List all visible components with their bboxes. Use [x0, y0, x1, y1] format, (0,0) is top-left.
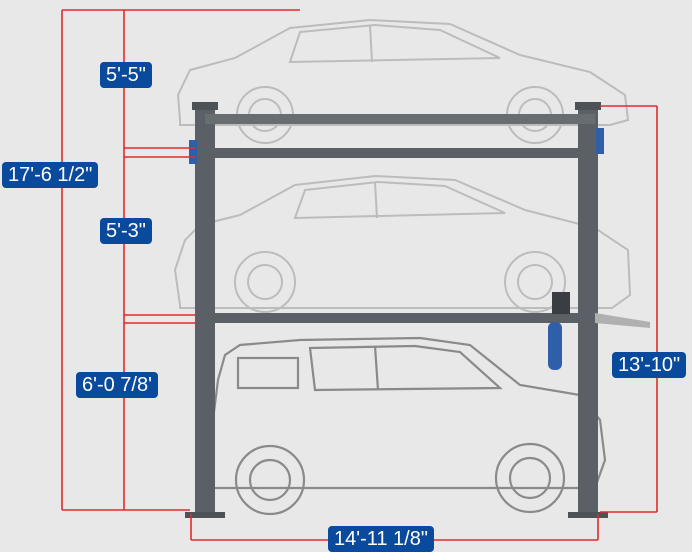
bottom-suv	[211, 336, 607, 516]
overall-height-label: 17'-6 1/2"	[2, 162, 99, 188]
top-sedan	[176, 18, 630, 144]
top-level-clearance-label: 5'-5"	[100, 62, 152, 88]
upper-deck-rear	[205, 148, 595, 158]
middle-sedan	[173, 174, 632, 313]
right-post	[578, 105, 598, 515]
post-height-label: 13'-10"	[612, 352, 687, 378]
bottom-level-clearance-label: 6'-0 7/8'	[76, 372, 158, 398]
hydraulic-cylinder	[548, 322, 562, 370]
lower-deck	[205, 313, 595, 323]
middle-level-clearance-label: 5'-3"	[100, 218, 152, 244]
left-post	[195, 105, 215, 515]
upper-deck-front	[205, 114, 595, 124]
lift-frame	[185, 102, 650, 518]
dimension-lines	[61, 9, 658, 541]
overall-width-label: 14'-11 1/8"	[328, 526, 434, 552]
power-unit	[552, 292, 570, 314]
